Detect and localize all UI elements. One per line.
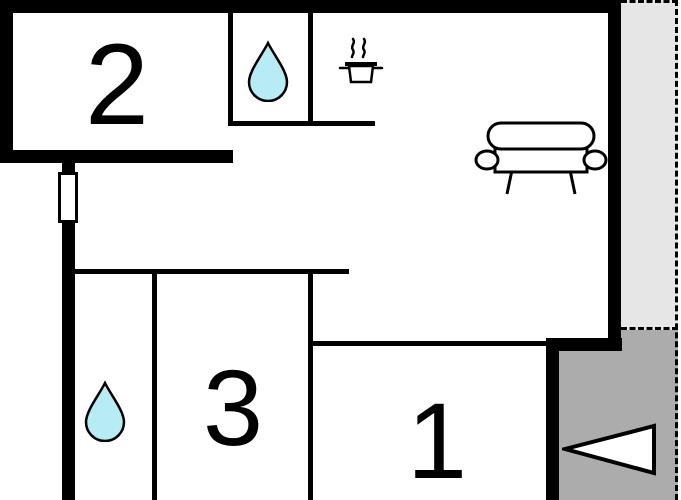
wall-bath2-room3 — [152, 272, 157, 500]
entrance-arrow-icon — [557, 423, 658, 481]
dashed-boundary-top — [621, 0, 678, 3]
wall-left-outer — [0, 0, 13, 163]
wall-bath-kitchen — [308, 13, 313, 126]
wall-room2-bottom — [0, 150, 233, 163]
wall-entrance-top — [546, 338, 622, 351]
door-marker — [58, 172, 78, 223]
cooking-pot-icon — [338, 36, 384, 95]
wall-room3-right — [308, 272, 313, 500]
dashed-boundary-middle — [621, 327, 678, 330]
wall-room1-top — [308, 341, 551, 346]
water-drop-icon — [82, 380, 128, 447]
wall-left-inner — [62, 150, 75, 500]
wall-kitchen-counter — [228, 121, 375, 126]
room-label-2: 2 — [85, 21, 149, 149]
dashed-boundary-right — [675, 0, 678, 500]
wall-hall-middle — [68, 269, 349, 274]
terrace-area — [621, 0, 678, 330]
wall-room1-right — [546, 338, 559, 500]
room-label-1: 1 — [406, 380, 468, 500]
wall-top — [0, 0, 621, 13]
wall-room2-bath — [228, 13, 233, 124]
wall-right-outer — [608, 0, 621, 351]
water-drop-icon — [245, 40, 291, 107]
sofa-icon — [474, 120, 608, 203]
room-label-3: 3 — [202, 347, 264, 468]
